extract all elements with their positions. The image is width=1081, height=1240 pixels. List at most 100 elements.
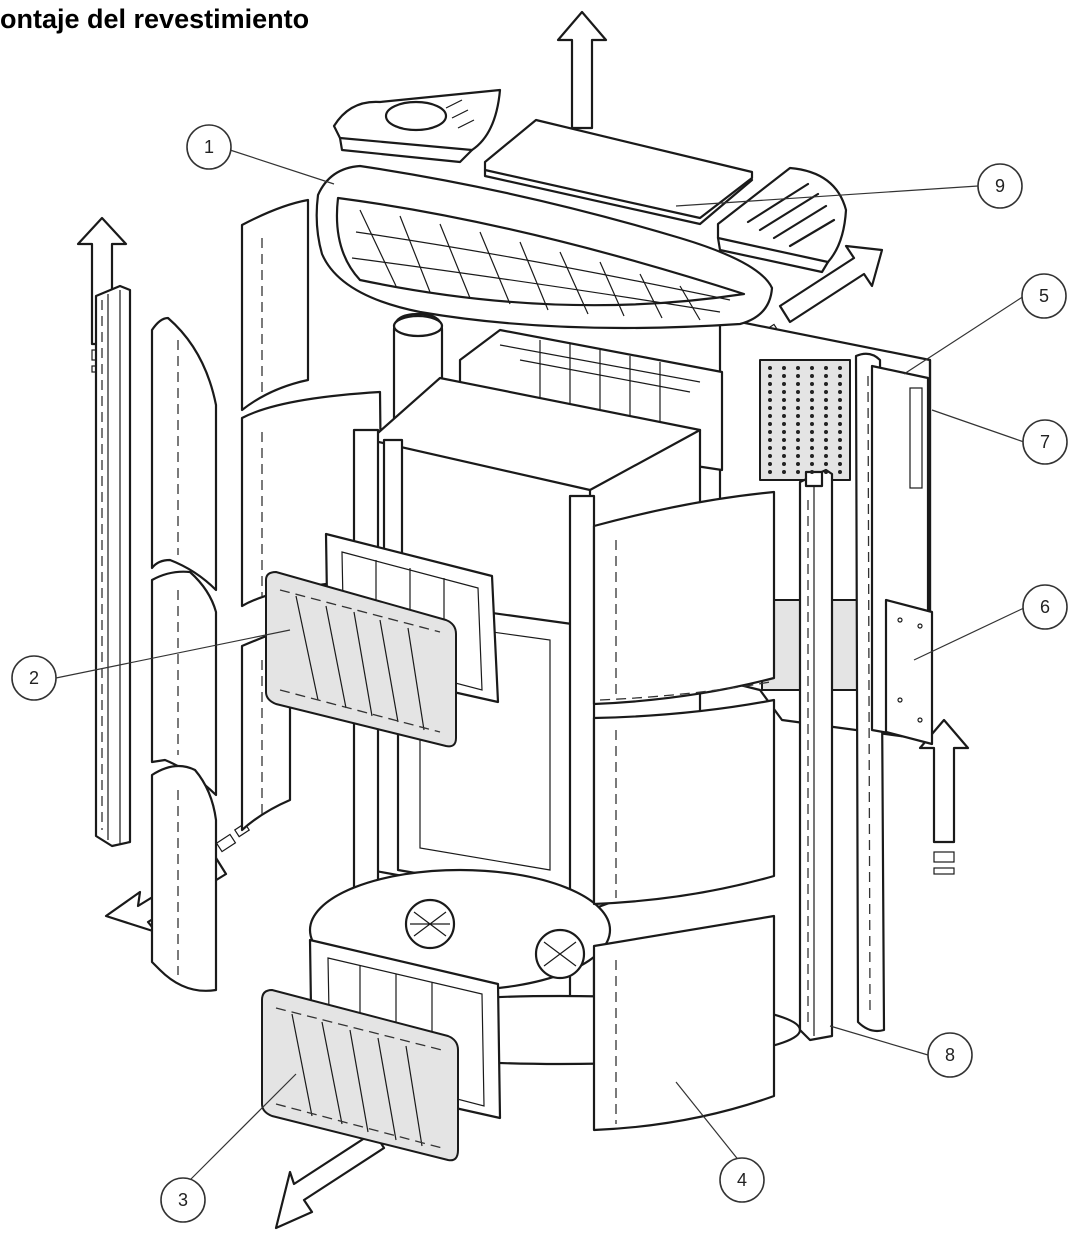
perforation-dot [838, 374, 842, 378]
perforation-dot [824, 454, 828, 458]
perforation-dot [768, 366, 772, 370]
perforation-dot [782, 406, 786, 410]
leader-4 [675, 1081, 741, 1163]
diagram-title: ontaje del revestimiento [0, 4, 310, 34]
perforation-dot [782, 366, 786, 370]
perforation-dot [796, 366, 800, 370]
perforation-dot [768, 462, 772, 466]
perforation-dot [796, 454, 800, 458]
perforation-dot [838, 454, 842, 458]
perforation-dot [782, 390, 786, 394]
perforation-dot [796, 406, 800, 410]
leader-6 [913, 606, 1027, 661]
callout-5: 5 [1021, 273, 1067, 319]
perforation-dot [838, 422, 842, 426]
perforation-dot [810, 406, 814, 410]
top-plate [483, 118, 754, 226]
leader-8 [829, 1025, 929, 1056]
leader-7 [931, 409, 1025, 443]
perforation-dot [782, 422, 786, 426]
perforation-dot [796, 470, 800, 474]
perforation-dot [782, 462, 786, 466]
callout-label-1: 1 [204, 137, 214, 157]
callout-3: 3 [160, 1177, 206, 1223]
perforation-dot [796, 422, 800, 426]
callout-label-4: 4 [737, 1170, 747, 1190]
perforation-dot [824, 462, 828, 466]
top-right-cap [716, 166, 848, 274]
perforation-dot [824, 446, 828, 450]
perforation-dot [782, 446, 786, 450]
perforation-dot [768, 390, 772, 394]
perforation-dot [810, 438, 814, 442]
perforation-dot [810, 462, 814, 466]
leader-9 [675, 185, 979, 207]
perforation-dot [838, 406, 842, 410]
callout-label-3: 3 [178, 1190, 188, 1210]
perforation-dot [824, 430, 828, 434]
perforation-dot [810, 422, 814, 426]
perforation-dot [810, 454, 814, 458]
perforation-dot [796, 382, 800, 386]
callout-label-9: 9 [995, 176, 1005, 196]
perforation-dot [838, 414, 842, 418]
perforation-dots [768, 366, 842, 474]
perforation-dot [768, 422, 772, 426]
perforation-dot [838, 462, 842, 466]
top-left-cap [332, 88, 502, 164]
perforation-dot [824, 398, 828, 402]
perforation-dot [838, 430, 842, 434]
callout-6: 6 [1022, 584, 1068, 630]
perforation-dot [782, 374, 786, 378]
perforation-dot [824, 390, 828, 394]
perforation-dot [810, 390, 814, 394]
perforation-dot [810, 366, 814, 370]
perforation-dot [768, 374, 772, 378]
right-bracket-plate [884, 598, 934, 746]
perforation-dot [796, 462, 800, 466]
callout-8: 8 [927, 1032, 973, 1078]
front-right-curved-panels [592, 490, 776, 1132]
perforation-dot [824, 438, 828, 442]
callout-2: 2 [11, 655, 57, 701]
perforation-dot [838, 470, 842, 474]
perforation-dot [824, 366, 828, 370]
perforation-dot [796, 430, 800, 434]
perforation-dot [824, 382, 828, 386]
perforation-dot [782, 454, 786, 458]
callout-1: 1 [186, 124, 232, 170]
perforation-dot [838, 398, 842, 402]
perforation-dot [796, 438, 800, 442]
perforation-dot [768, 382, 772, 386]
perforation-dot [782, 382, 786, 386]
perforation-dot [796, 446, 800, 450]
perforation-dot [768, 470, 772, 474]
left-curved-cover [150, 316, 218, 992]
perforation-dot [838, 438, 842, 442]
perforation-dot [782, 438, 786, 442]
perforation-dot [768, 446, 772, 450]
callout-label-6: 6 [1040, 597, 1050, 617]
perforation-dot [810, 470, 814, 474]
perforation-dot [768, 398, 772, 402]
perforation-dot [838, 390, 842, 394]
perforation-dot [768, 430, 772, 434]
perforation-dot [796, 398, 800, 402]
leader-5 [903, 295, 1025, 375]
perforation-dot [824, 374, 828, 378]
perforation-dot [810, 446, 814, 450]
perforation-dot [824, 470, 828, 474]
right-post [798, 468, 834, 1042]
perforation-dot [782, 470, 786, 474]
perforation-dot [782, 430, 786, 434]
perforation-dot [838, 382, 842, 386]
perforation-dot [810, 398, 814, 402]
callout-label-7: 7 [1040, 432, 1050, 452]
perforation-dot [782, 414, 786, 418]
leader-2 [55, 629, 291, 679]
perforation-dot [796, 414, 800, 418]
perforation-dot [796, 374, 800, 378]
perforation-dot [824, 414, 828, 418]
